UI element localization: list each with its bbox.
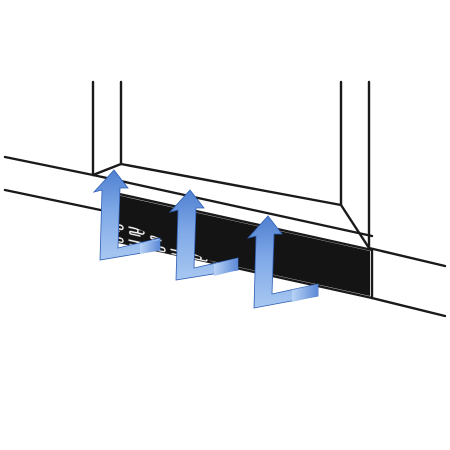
airflow-arrow-3 xyxy=(246,215,319,309)
window-frame xyxy=(91,80,371,250)
airflow-arrow-2 xyxy=(168,189,239,281)
airflow-arrow-1 xyxy=(92,169,161,261)
